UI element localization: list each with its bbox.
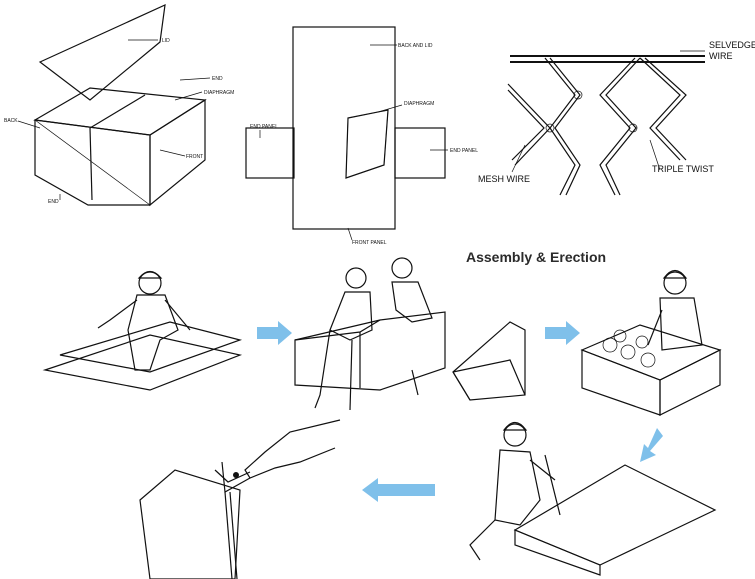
arrow-left-icon xyxy=(362,478,435,502)
label-diaphragm: DIAPHRAGM xyxy=(204,90,234,96)
top-face xyxy=(33,87,207,136)
diaphragm-panel xyxy=(345,109,389,179)
label-end-top: END xyxy=(212,76,223,82)
step-5-close-lid xyxy=(469,421,717,576)
arrow-right-icon xyxy=(545,321,580,345)
front-face xyxy=(34,119,151,206)
arrow-down-left-icon xyxy=(640,428,663,462)
label-mesh-wire: MESH WIRE xyxy=(478,174,530,184)
step-2-lift xyxy=(294,257,446,411)
label-back: BACK xyxy=(4,118,18,124)
label-end-bottom: END xyxy=(48,199,59,205)
back-and-lid-panel xyxy=(292,26,396,230)
gabion-flat-layout xyxy=(245,26,448,241)
step-1-unfold xyxy=(42,270,243,391)
label-diaphragm-2: DIAPHRAGM xyxy=(404,101,434,107)
lid-panel xyxy=(38,4,166,101)
end-panel-right xyxy=(394,127,446,179)
label-front-panel: FRONT PANEL xyxy=(352,240,387,246)
label-lid: LID xyxy=(162,38,170,44)
label-end-panel-right: END PANEL xyxy=(450,148,478,154)
gabion-box-isometric xyxy=(17,4,211,207)
step-6-lacing xyxy=(139,419,341,579)
label-back-and-lid: BACK AND LID xyxy=(398,43,433,49)
step-4-fill-stones xyxy=(580,269,722,416)
end-face xyxy=(149,98,206,207)
label-front: FRONT xyxy=(186,154,203,160)
step-3-folded-panel xyxy=(452,321,526,401)
end-panel-left xyxy=(245,127,295,179)
mesh-detail xyxy=(507,50,705,196)
section-title: Assembly & Erection xyxy=(466,249,606,265)
label-triple-twist: TRIPLE TWIST xyxy=(652,164,714,174)
label-selvedge-wire: WIRE xyxy=(709,51,733,61)
label-end-panel-left: END PANEL xyxy=(250,124,278,130)
label-selvedge: SELVEDGE xyxy=(709,40,755,50)
arrow-right-icon xyxy=(257,321,292,345)
